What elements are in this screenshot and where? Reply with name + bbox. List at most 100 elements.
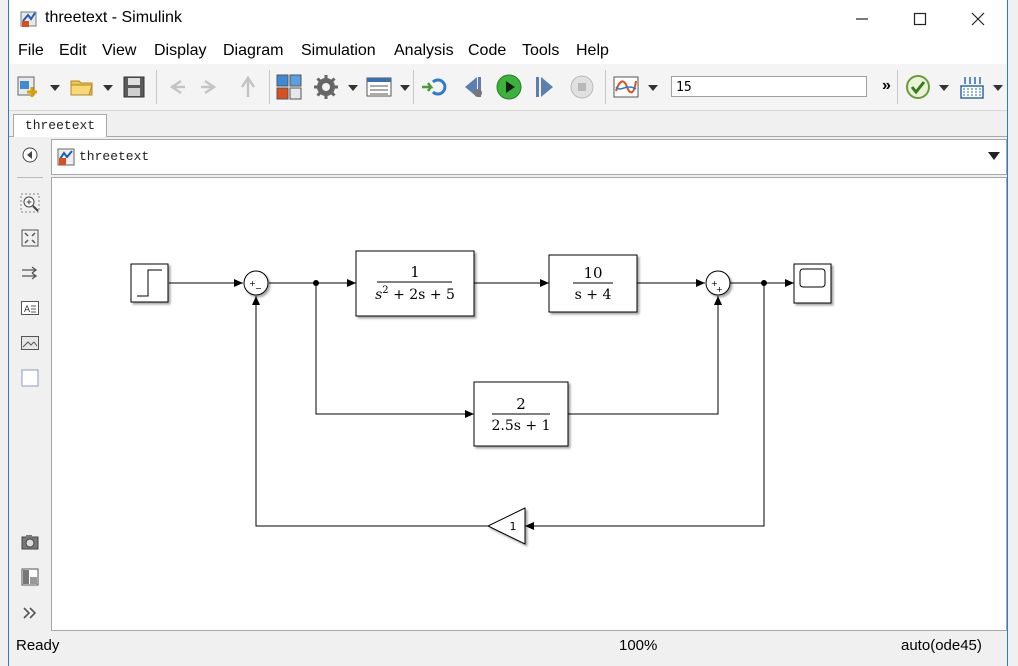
sum1-sign-minus: −	[255, 284, 262, 293]
expand-palette-chevron-icon[interactable]	[20, 603, 40, 623]
advisor-dropdown-arrow-icon[interactable]	[939, 85, 949, 91]
maximize-icon	[913, 12, 927, 26]
settings-dropdown-arrow-icon[interactable]	[348, 85, 358, 91]
svg-text:A: A	[24, 305, 31, 315]
hide-browser-icon[interactable]	[20, 145, 40, 165]
fit-to-view-icon[interactable]	[20, 228, 40, 248]
tf3-denominator: 2.5s + 1	[492, 418, 551, 434]
transfer-fcn-3[interactable]: 2 2.5s + 1	[473, 381, 569, 447]
left-palette: A	[9, 137, 51, 631]
build-model-icon[interactable]	[958, 73, 986, 101]
menu-file[interactable]: File	[18, 42, 44, 59]
toolbar-separator	[269, 70, 270, 104]
model-canvas[interactable]: + − 1 s2 + 2s + 5 10 s + 4 + +	[51, 177, 1007, 631]
run-play-icon[interactable]	[495, 73, 523, 101]
inspector-dropdown-arrow-icon[interactable]	[648, 85, 658, 91]
tf3-numerator: 2	[516, 395, 526, 413]
transfer-fcn-2[interactable]: 10 s + 4	[548, 254, 638, 313]
tf1-denominator: s2 + 2s + 5	[375, 285, 455, 303]
maximize-button[interactable]	[891, 0, 949, 38]
branch-point	[761, 280, 767, 286]
up-arrow-icon[interactable]	[234, 73, 262, 101]
path-dropdown-arrow-icon[interactable]	[988, 152, 1000, 160]
transfer-fcn-1[interactable]: 1 s2 + 2s + 5	[355, 250, 475, 317]
block-diagram: + − 1 s2 + 2s + 5 10 s + 4 + +	[130, 250, 832, 545]
forward-arrow-icon[interactable]	[197, 73, 225, 101]
sum-block-1[interactable]: + −	[243, 270, 269, 296]
minimize-button[interactable]	[833, 0, 891, 38]
simulink-window: threetext - Simulink File Edit View Disp…	[8, 0, 1008, 666]
new-dropdown-arrow-icon[interactable]	[50, 85, 60, 91]
menu-view[interactable]: View	[102, 42, 137, 59]
signal-lines	[169, 279, 794, 530]
close-icon	[971, 12, 985, 26]
arrows-icon[interactable]	[20, 263, 40, 283]
minimize-icon	[856, 18, 868, 20]
sum1-sign-plus: +	[249, 279, 256, 288]
simulink-logo-icon	[20, 11, 37, 27]
branch-point	[313, 280, 319, 286]
step-back-icon[interactable]	[459, 73, 487, 101]
gain-block[interactable]: 1	[486, 507, 526, 545]
sum2-sign-plus-2: +	[716, 285, 723, 294]
toolbar: 15 »	[9, 64, 1007, 111]
scope-block[interactable]	[793, 263, 832, 304]
menu-edit[interactable]: Edit	[59, 42, 87, 59]
gain-value: 1	[510, 520, 517, 533]
tf2-numerator: 10	[583, 264, 602, 282]
close-button[interactable]	[949, 0, 1007, 38]
tf1-den-s: s	[375, 287, 382, 303]
model-path: threetext	[79, 149, 150, 164]
open-dropdown-arrow-icon[interactable]	[103, 85, 113, 91]
menu-bar: File Edit View Display Diagram Simulatio…	[9, 38, 1007, 64]
tf1-den-sup: 2	[382, 285, 388, 296]
new-model-icon[interactable]	[15, 73, 43, 101]
menu-display[interactable]: Display	[154, 42, 207, 59]
step-forward-icon[interactable]	[531, 73, 559, 101]
status-bar: Ready 100% auto(ode45)	[9, 634, 1007, 666]
menu-simulation[interactable]: Simulation	[301, 42, 376, 59]
model-settings-gear-icon[interactable]	[312, 73, 340, 101]
toolbar-separator	[413, 70, 414, 104]
toolbar-separator	[605, 70, 606, 104]
menu-analysis[interactable]: Analysis	[394, 42, 454, 59]
camera-snapshot-icon[interactable]	[20, 532, 40, 552]
sum2-sign-plus-1: +	[711, 279, 718, 288]
model-tab-bar: threetext	[9, 112, 1007, 137]
stop-icon[interactable]	[568, 73, 596, 101]
save-icon[interactable]	[120, 73, 148, 101]
step-block[interactable]	[130, 263, 169, 303]
menu-diagram[interactable]: Diagram	[223, 42, 284, 59]
palette-divider	[17, 177, 43, 178]
area-box-icon[interactable]	[20, 368, 40, 388]
model-explorer-table-icon[interactable]	[365, 73, 393, 101]
sum-block-2[interactable]: + +	[705, 270, 731, 296]
model-advisor-check-icon[interactable]	[904, 73, 932, 101]
update-diagram-icon[interactable]	[419, 73, 447, 101]
toolbar-separator	[156, 70, 157, 104]
model-path-bar[interactable]: threetext	[51, 139, 1007, 175]
tab-threetext[interactable]: threetext	[13, 114, 107, 137]
open-folder-icon[interactable]	[68, 73, 96, 101]
tf1-numerator: 1	[410, 263, 420, 281]
toolbar-separator	[897, 70, 898, 104]
back-arrow-icon[interactable]	[161, 73, 189, 101]
image-icon[interactable]	[20, 333, 40, 353]
zoom-in-icon[interactable]	[20, 193, 40, 213]
annotation-text-icon[interactable]: A	[20, 298, 40, 318]
tf2-denominator: s + 4	[575, 287, 612, 303]
toolbar-overflow-button[interactable]: »	[882, 77, 891, 94]
status-text: Ready	[16, 637, 60, 654]
solver-label[interactable]: auto(ode45)	[901, 637, 982, 654]
library-browser-icon[interactable]	[275, 73, 303, 101]
menu-tools[interactable]: Tools	[522, 42, 560, 59]
explorer-dropdown-arrow-icon[interactable]	[400, 85, 410, 91]
menu-help[interactable]: Help	[576, 42, 609, 59]
data-inspector-icon[interactable]	[612, 73, 640, 101]
model-icon	[57, 148, 75, 166]
menu-code[interactable]: Code	[468, 42, 507, 59]
model-browser-icon[interactable]	[20, 567, 40, 587]
zoom-level: 100%	[619, 637, 658, 654]
build-dropdown-arrow-icon[interactable]	[993, 85, 1003, 91]
stop-time-input[interactable]: 15	[671, 76, 867, 97]
